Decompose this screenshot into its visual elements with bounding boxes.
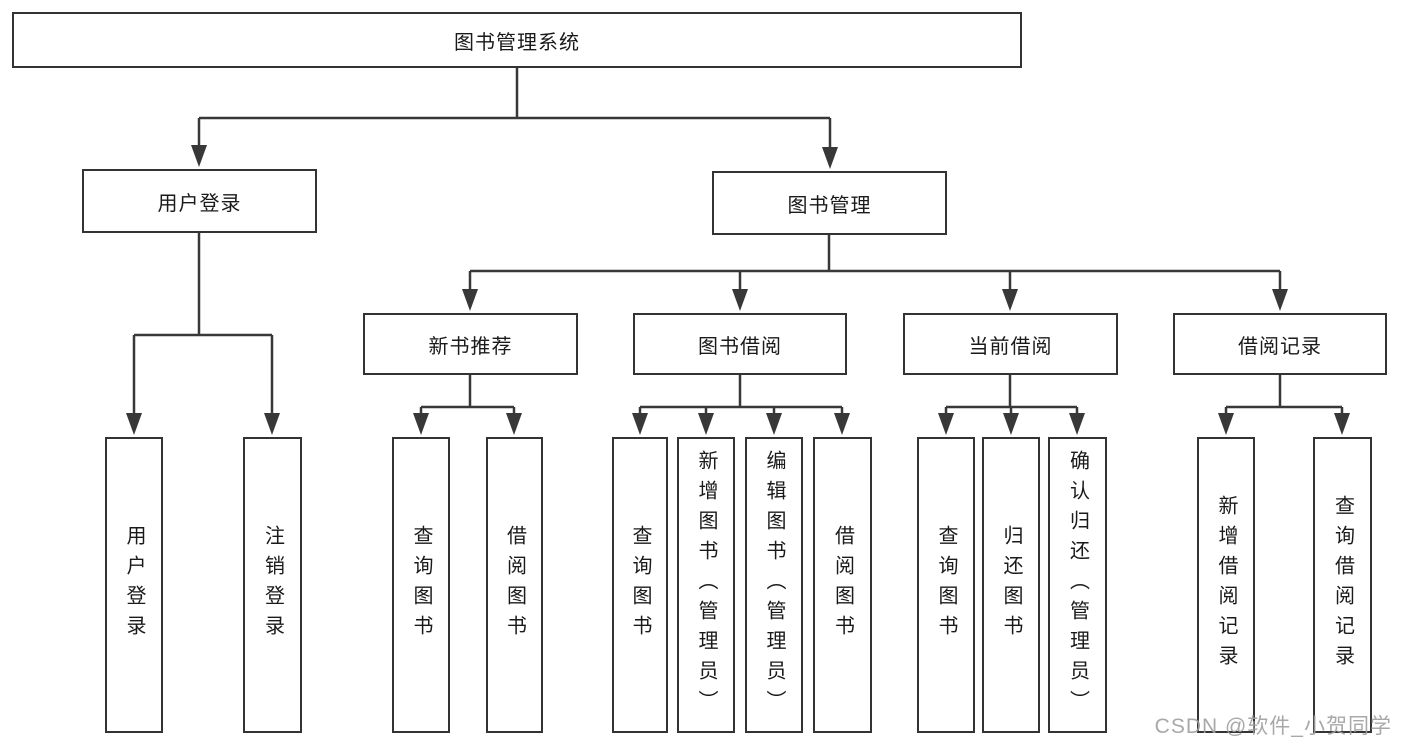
node-label: 归还图书: [1000, 525, 1022, 645]
node-root: 图书管理系统: [12, 12, 1022, 68]
node-new-book-recommend: 新书推荐: [363, 313, 578, 375]
node-query-books-3: 查询图书: [917, 437, 975, 733]
node-label: 借阅图书: [831, 525, 854, 645]
node-label: 新增借阅记录: [1215, 495, 1237, 675]
node-label: 查询图书: [410, 525, 432, 645]
node-current-borrow: 当前借阅: [903, 313, 1118, 375]
node-user-login-leaf: 用户登录: [105, 437, 163, 733]
node-logout-leaf: 注销登录: [243, 437, 302, 733]
node-borrow-books-2: 借阅图书: [813, 437, 872, 733]
node-query-books-1: 查询图书: [392, 437, 450, 733]
node-confirm-return-admin: 确认归还（管理员）: [1048, 437, 1107, 733]
node-edit-book-admin: 编辑图书（管理员）: [745, 437, 803, 733]
node-label: 编辑图书（管理员）: [763, 450, 785, 720]
node-label: 用户登录: [123, 525, 145, 645]
node-label: 查询借阅记录: [1331, 495, 1354, 675]
node-label: 新增图书（管理员）: [695, 450, 717, 720]
arrowheads: [126, 145, 1350, 435]
node-return-book: 归还图书: [982, 437, 1040, 733]
node-label: 查询图书: [935, 525, 957, 645]
node-add-borrow-record: 新增借阅记录: [1197, 437, 1255, 733]
node-label: 确认归还（管理员）: [1066, 450, 1089, 720]
csdn-watermark: CSDN @软件_小贺同学: [1154, 715, 1392, 738]
node-book-borrow: 图书借阅: [633, 313, 847, 375]
node-label: 注销登录: [261, 525, 284, 645]
node-user-login: 用户登录: [82, 169, 317, 233]
node-query-books-2: 查询图书: [612, 437, 668, 733]
node-borrow-records: 借阅记录: [1173, 313, 1387, 375]
node-book-management: 图书管理: [712, 171, 947, 235]
node-query-borrow-record: 查询借阅记录: [1313, 437, 1372, 733]
node-borrow-books-1: 借阅图书: [486, 437, 543, 733]
node-label: 借阅图书: [503, 525, 526, 645]
node-add-book-admin: 新增图书（管理员）: [677, 437, 735, 733]
node-label: 查询图书: [629, 525, 651, 645]
